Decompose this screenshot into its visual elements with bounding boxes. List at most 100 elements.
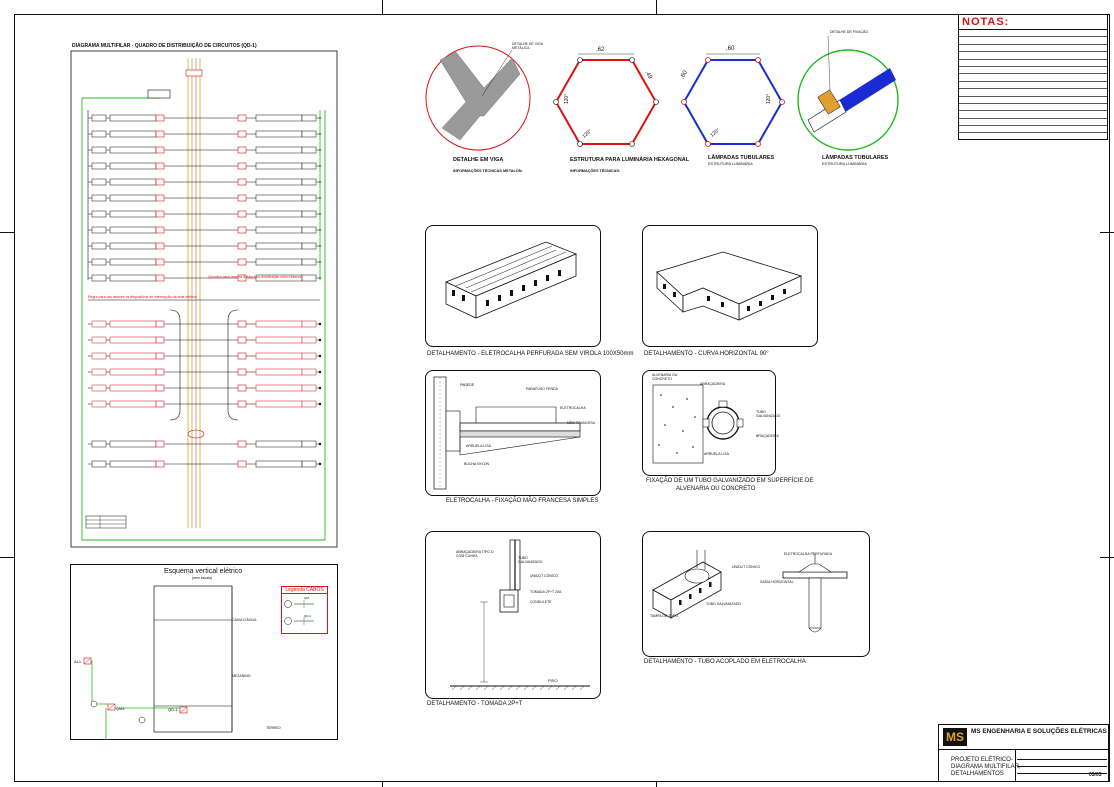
caption-fixacao-tubo-1: FIXAÇÃO DE UM TUBO GALVANIZADO EM SUPERF…: [646, 478, 814, 484]
ft-label-abracadeira: ABRAÇADEIRA: [700, 382, 726, 386]
panel-eletrocalha: [425, 225, 601, 347]
mf-label-mao-francesa: MÃO FRANCESA: [567, 421, 596, 425]
note-row: [959, 74, 1107, 82]
note-row: [959, 52, 1107, 60]
note-row: [959, 89, 1107, 97]
notes-title: NOTAS:: [959, 15, 1107, 30]
ta-label-unidut: UNIDUT CÔNICO: [732, 565, 761, 569]
legend-cabos: Legenda CABOS QM QD-1: [281, 586, 328, 634]
margin-tick: [0, 232, 14, 233]
caption-lampadas-2-sub: ESTRUTURA LUMINÁRIA: [822, 162, 867, 166]
multifilar-diagram: [70, 50, 338, 548]
tomada-drawing: [450, 539, 590, 691]
esquema-title: Esquema vertical elétrico: [164, 568, 243, 575]
caption-estrutura-hex-sub: INFORMAÇÕES TÉCNICAS:: [570, 169, 621, 173]
mf-label-arruela: ARRUELA LISA: [466, 444, 491, 448]
label-caixa-dagua: CAIXA D'ÁGUA: [232, 618, 257, 622]
curva-drawing: [656, 251, 803, 321]
eletrocalha-drawing: [444, 241, 578, 319]
project-name-2: DIAGRAMA MULTIFILAR,: [951, 764, 1021, 770]
margin-tick: [382, 0, 383, 14]
caption-estrutura-hex: ESTRUTURA PARA LUMINÁRIA HEXAGONAL: [570, 157, 690, 163]
ta-label-saida: SAÍDA HORIZONTAL: [760, 580, 794, 584]
margin-tick: [382, 782, 383, 787]
title-vdivider: [1015, 749, 1016, 782]
ta-label-tubo: TUBO GALVANIZADO: [706, 602, 742, 606]
hex2-dim-top: ,60: [726, 46, 735, 52]
mf-label-parede: PAREDE: [460, 383, 475, 387]
note-row: [959, 119, 1107, 127]
tubo-acoplado-drawing: [652, 550, 848, 633]
caption-tubo-acoplado: DETALHAMENTO - TUBO ACOPLADO EM ELETROCA…: [644, 659, 806, 665]
mf-label-parafuso: PARAFUSO FENDA: [526, 387, 558, 391]
tube-label: DETALHE DE FIXAÇÃO: [830, 30, 869, 34]
note-row: [959, 104, 1107, 112]
sheet-border: [14, 14, 1110, 782]
mf-label-eletrocalha: ELETROCALHA: [560, 406, 586, 410]
caption-lampadas-1: LÂMPADAS TUBULARES: [708, 155, 775, 161]
legend-symbols: [284, 600, 314, 625]
panel-fixacao-tubo: [642, 370, 776, 476]
note-row: [959, 37, 1107, 45]
caption-lampadas-1-sub: ESTRUTURA LUMINÁRIA: [708, 162, 753, 166]
margin-tick: [0, 557, 14, 558]
tomada-label-piso: PISO: [548, 678, 558, 683]
project-name-1: PROJETO ELÉTRICO-: [951, 757, 1013, 763]
caption-mao-francesa: ELETROCALHA - FIXAÇÃO MÃO FRANCESA SIMPL…: [446, 498, 599, 504]
note-row: [959, 126, 1107, 134]
caption-lampadas-2: LÂMPADAS TUBULARES: [822, 155, 889, 161]
panel-curva: [642, 225, 818, 347]
hex2-dim-right: 120°: [766, 93, 773, 105]
company-logo: MS: [943, 728, 967, 746]
mf-label-bucha: BUCHA NYLON: [464, 462, 490, 466]
top-details-drawings: [425, 35, 899, 151]
tomada-label-tubo: TUBO GALVANIZADO: [518, 556, 543, 564]
beam-label: DETALHE DE VIGA METÁLICA: [512, 42, 543, 50]
ft-label-tubo: TUBO GALVANIZADO: [756, 410, 781, 418]
note-row: [959, 111, 1107, 119]
panel-mao-francesa: [425, 370, 601, 496]
ta-label-eletrocalha: ELETROCALHA PERFURADA: [784, 552, 833, 556]
sheet-number: 03/03: [1089, 772, 1102, 778]
margin-tick: [656, 0, 657, 14]
tomada-label-condulete: CONDULETE: [530, 600, 552, 604]
ft-label-bracadeira: BRAÇADEIRA: [756, 434, 779, 438]
note-row: [959, 30, 1107, 38]
red-note-reserve: Circuitos para reserva & futura ou distr…: [208, 275, 302, 279]
note-row: [959, 67, 1107, 75]
tomada-label-abracadeira: ABRAÇADEIRA TIPO D COM CUNHA: [456, 550, 494, 558]
legend-title: Legenda CABOS: [282, 587, 327, 594]
esquema-subtitle: (sem escala): [192, 576, 213, 580]
note-row: [959, 45, 1107, 53]
red-note-interrupt: Regra para uso através os dispositivos d…: [88, 295, 197, 299]
esquema-vertical-drawing: [83, 585, 233, 740]
mao-francesa-drawing: [433, 376, 581, 490]
title-grid: [1017, 753, 1107, 780]
project-name-3: DETALHAMENTOS: [951, 771, 1004, 777]
label-qd1: QD-1: [168, 707, 178, 712]
notes-panel: NOTAS:: [958, 14, 1108, 140]
panel-tubo-acoplado: [642, 531, 870, 657]
company-name: MS ENGENHARIA E SOLUÇÕES ELÉTRICAS: [971, 728, 1107, 735]
caption-curva: DETALHAMENTO - CURVA HORIZONTAL 90°: [644, 351, 769, 357]
ft-label-arruela: ARRUELA LISA: [704, 452, 729, 456]
margin-tick: [1100, 232, 1114, 233]
esquema-vertical-frame: [70, 564, 338, 740]
title-block: MS MS ENGENHARIA E SOLUÇÕES ELÉTRICAS PR…: [938, 724, 1109, 782]
caption-tomada: DETALHAMENTO - TOMADA 2P+T: [427, 701, 523, 707]
caption-detalhe-viga-sub: INFORMAÇÕES TÉCNICAS METALON:: [453, 169, 523, 173]
legend-qm: QM: [304, 596, 309, 600]
label-qm1: QM1: [116, 706, 125, 711]
hex1-dim-left: 120°: [564, 93, 571, 105]
fixacao-tubo-drawing: [652, 384, 744, 464]
multifilar-title: DIAGRAMA MULTIFILAR - QUADRO DE DISTRIBU…: [72, 43, 257, 49]
tomada-label-tomada: TOMADA 2P+T 20A: [530, 590, 562, 594]
label-al1: AL1: [74, 659, 82, 664]
margin-tick: [656, 782, 657, 787]
legend-qd1: QD-1: [304, 614, 312, 618]
tomada-label-unidut: UNIDUT CÔNICO: [530, 574, 559, 578]
margin-tick: [1100, 557, 1114, 558]
notes-rows: [959, 30, 1107, 134]
note-row: [959, 97, 1107, 104]
caption-detalhe-viga: DETALHE EM VIGA: [453, 157, 504, 163]
